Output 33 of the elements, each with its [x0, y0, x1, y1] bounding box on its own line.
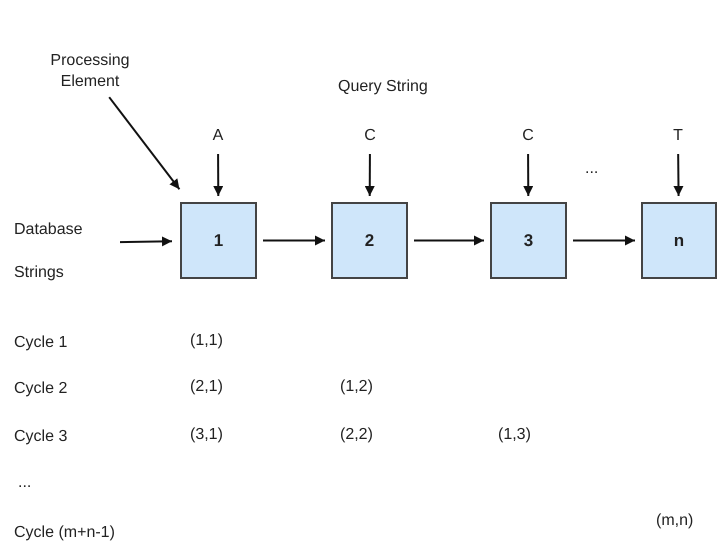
node-text: Database Strings: [14, 208, 114, 278]
ellipsis: ...: [585, 160, 598, 178]
arrow: [673, 154, 684, 196]
node-text: T: [668, 126, 688, 148]
arrow: [213, 154, 224, 196]
label-text: (3,1): [190, 426, 223, 444]
arrow: [414, 236, 484, 246]
processing-element-box: 1: [180, 202, 257, 279]
arrow: [364, 154, 375, 196]
node-text: C: [518, 126, 538, 148]
label-text: Query String: [338, 78, 428, 96]
arrow: [263, 236, 325, 246]
label-text: (1,3): [498, 426, 531, 444]
processing-element-box: n: [641, 202, 717, 279]
label-text: Cycle 1: [14, 334, 68, 352]
label-text: (2,2): [340, 426, 373, 444]
arrow: [573, 236, 635, 246]
processing-element-box: 3: [490, 202, 567, 279]
arrow: [120, 236, 172, 246]
processing-element-box: 2: [331, 202, 408, 279]
label-text: Cycle (m+n-1): [14, 524, 115, 542]
label-text: (m,n): [656, 512, 694, 530]
leader-line: [108, 96, 180, 190]
label-text: Cycle 2: [14, 380, 68, 398]
node-text: Processing Element: [28, 50, 152, 94]
label-text: (1,2): [340, 378, 373, 396]
arrow: [523, 154, 534, 196]
label-text: (2,1): [190, 378, 223, 396]
node-text: A: [208, 126, 228, 148]
node-text: C: [360, 126, 380, 148]
label-text: Cycle 3: [14, 428, 68, 446]
label-text: (1,1): [190, 332, 223, 350]
ellipsis: ...: [18, 474, 32, 492]
